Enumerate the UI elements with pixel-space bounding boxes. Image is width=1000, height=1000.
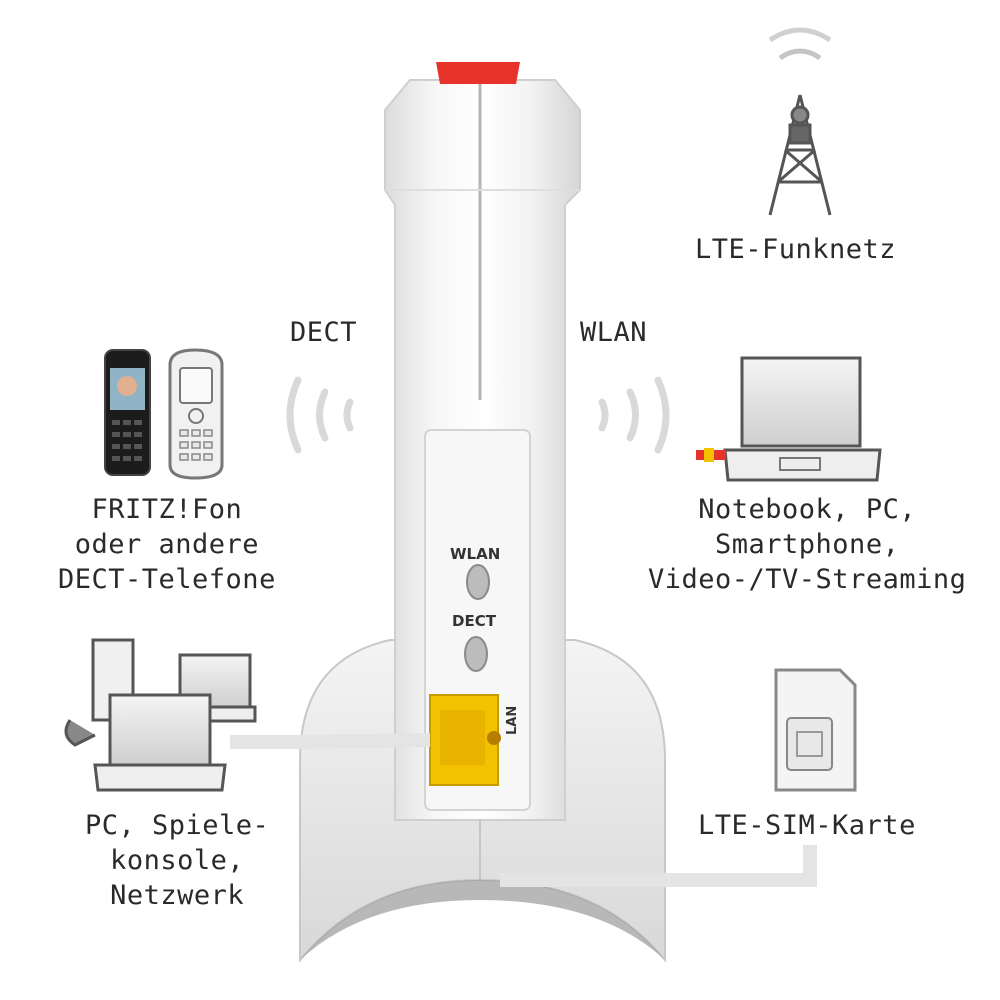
wlan-signal-waves-icon <box>598 376 670 454</box>
sim-card-label: LTE-SIM-Karte <box>698 810 916 841</box>
desktop-pc-icon <box>64 638 257 792</box>
laptop-icon <box>696 356 882 482</box>
dect-signal-waves-icon <box>286 376 354 454</box>
pc-network-label: PC, Spiele- konsole, Netzwerk <box>85 808 269 913</box>
pc-network-label-line-2: konsole, <box>110 845 245 876</box>
phones-label: FRITZ!Fon oder andere DECT-Telefone <box>58 492 276 597</box>
wlan-label: WLAN <box>580 317 648 348</box>
phones-label-line-2: oder andere <box>74 529 260 560</box>
router-dect-label: DECT <box>452 612 496 630</box>
pc-network-label-line-1: PC, Spiele- <box>85 810 270 841</box>
router-accent <box>436 62 520 84</box>
sim-cable <box>500 845 817 887</box>
router-device <box>299 62 666 963</box>
devices-label-line-2: Smartphone, <box>715 529 900 560</box>
dect-label: DECT <box>290 317 358 348</box>
router-wlan-label: WLAN <box>450 545 501 563</box>
lte-network-label: LTE-Funknetz <box>695 234 897 265</box>
lan-cable <box>230 733 431 749</box>
devices-label: Notebook, PC, Smartphone, Video-/TV-Stre… <box>648 492 966 597</box>
phones-label-line-1: FRITZ!Fon <box>91 494 243 525</box>
cordless-phone-icon <box>168 348 224 480</box>
phones-label-line-3: DECT-Telefone <box>58 564 276 595</box>
antenna-tower-icon <box>768 27 832 216</box>
mobile-phone-icon <box>104 349 151 476</box>
devices-label-line-1: Notebook, PC, <box>698 494 917 525</box>
sim-card-icon <box>774 668 857 792</box>
devices-label-line-3: Video-/TV-Streaming <box>648 564 967 595</box>
dect-button[interactable] <box>464 636 488 672</box>
wlan-button[interactable] <box>466 564 490 600</box>
router-lan-label: LAN <box>505 705 520 735</box>
pc-network-label-line-3: Netzwerk <box>110 880 245 911</box>
